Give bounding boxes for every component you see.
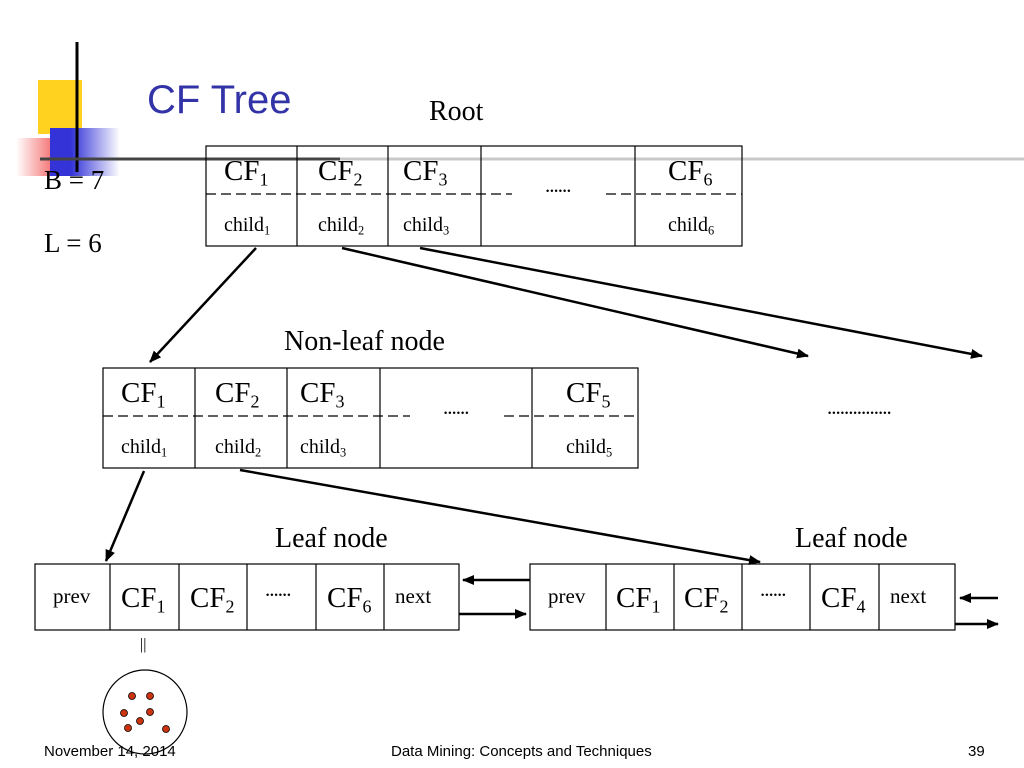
footer-date: November 14, 2014 — [44, 743, 176, 760]
nonleaf-child-5: child5 — [566, 436, 613, 460]
cluster-point — [124, 724, 132, 732]
nonleaf-cf-3: CF3 — [300, 377, 345, 412]
cluster-point — [162, 725, 170, 733]
cluster-point — [146, 708, 154, 716]
arrow-nonleaf-child1-to-leaf1 — [104, 470, 146, 562]
leaf1-next: next — [395, 584, 432, 608]
leaf1-cf-1: CF1 — [121, 582, 166, 617]
leaf-label-2: Leaf node — [795, 523, 908, 554]
root-label: Root — [429, 96, 484, 127]
leaf2-cf-4: CF4 — [821, 582, 866, 617]
root-cf-6: CF6 — [668, 155, 713, 190]
slide-title: CF Tree — [147, 78, 292, 122]
nonleaf-cf-5: CF5 — [566, 377, 611, 412]
footer-course: Data Mining: Concepts and Techniques — [391, 743, 652, 760]
param-b: B = 7 — [44, 165, 105, 195]
nonleaf-cf-2: CF2 — [215, 377, 260, 412]
leaf1-cf-2: CF2 — [190, 582, 235, 617]
root-ellipsis: ...... — [545, 173, 571, 197]
leaf1-prev: prev — [53, 584, 91, 608]
leaf-node-1-box — [34, 563, 460, 631]
root-child-1: child1 — [224, 214, 271, 238]
nonleaf-ellipsis: ...... — [443, 395, 469, 419]
leaf2-ellipsis: ...... — [760, 577, 786, 601]
arrow-root-child3 — [419, 246, 983, 359]
equivalence-marker: || — [140, 636, 147, 653]
arrow-root-child2 — [341, 246, 809, 359]
cluster-circle — [102, 669, 188, 755]
leaf1-cf-6: CF6 — [327, 582, 372, 617]
nonleaf-cf-1: CF1 — [121, 377, 166, 412]
deco-logo — [0, 60, 140, 200]
root-cf-2: CF2 — [318, 155, 363, 190]
leaf-node-2-box — [529, 563, 956, 631]
more-nodes-ellipsis: ............... — [827, 395, 892, 419]
leaf2-cf-1: CF1 — [616, 582, 661, 617]
root-cf-1: CF1 — [224, 155, 269, 190]
arrow-root-child1-to-nonleaf — [149, 247, 257, 363]
root-cf-3: CF3 — [403, 155, 448, 190]
root-node-box — [205, 145, 743, 247]
nonleaf-child-3: child3 — [300, 436, 347, 460]
leaf2-next: next — [890, 584, 927, 608]
cluster-point — [136, 717, 144, 725]
deco-blue-square — [50, 128, 120, 176]
leaf1-ellipsis: ...... — [265, 577, 291, 601]
cluster-point — [120, 709, 128, 717]
nonleaf-node-box — [102, 367, 639, 469]
cluster-points — [120, 692, 170, 733]
root-child-6: child6 — [668, 214, 715, 238]
root-child-2: child2 — [318, 214, 365, 238]
leaf2-prev: prev — [548, 584, 586, 608]
footer-page-number: 39 — [968, 743, 985, 760]
cluster-point — [128, 692, 136, 700]
cluster-point — [146, 692, 154, 700]
root-child-3: child3 — [403, 214, 450, 238]
nonleaf-label: Non-leaf node — [284, 326, 445, 357]
param-l: L = 6 — [44, 228, 102, 258]
deco-yellow-square — [38, 80, 82, 134]
nonleaf-child-1: child1 — [121, 436, 168, 460]
nonleaf-child-2: child2 — [215, 436, 262, 460]
leaf-label-1: Leaf node — [275, 523, 388, 554]
arrow-nonleaf-child2-to-leaf2 — [239, 468, 761, 566]
leaf2-cf-2: CF2 — [684, 582, 729, 617]
